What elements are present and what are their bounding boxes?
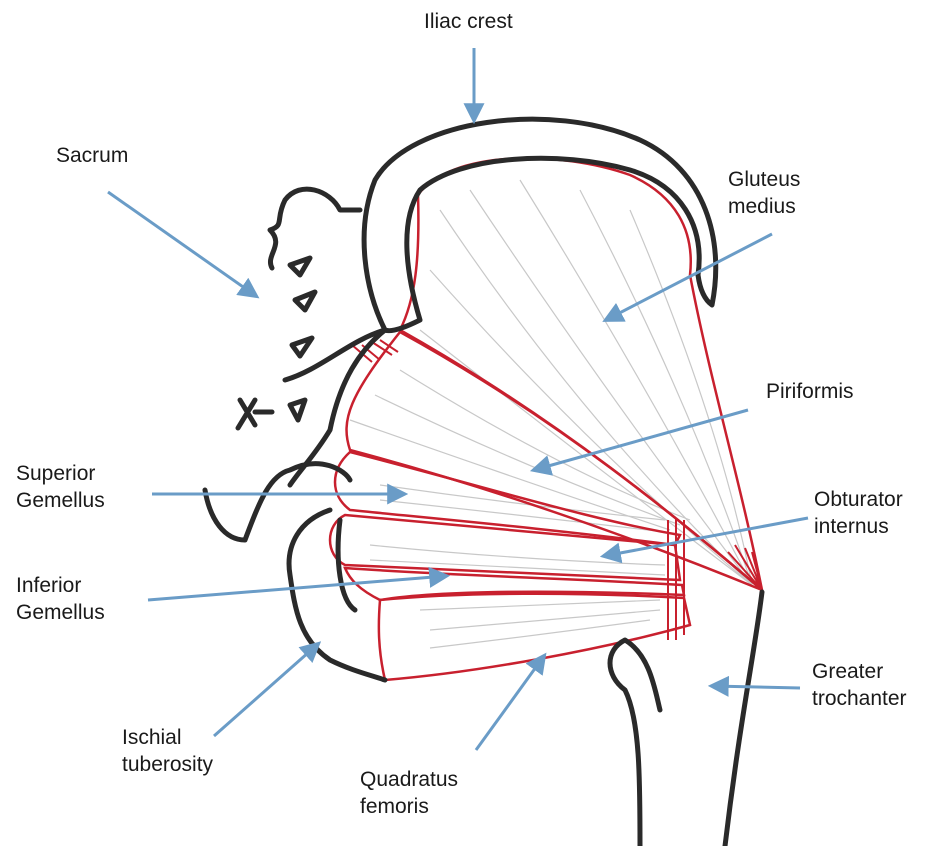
label-greater-trochanter: Greater trochanter xyxy=(812,658,907,712)
arrow-sacrum xyxy=(108,192,256,296)
arrow-ischial-tuberosity xyxy=(214,644,318,736)
label-obturator-internus: Obturator internus xyxy=(814,486,903,540)
bone-outlines xyxy=(205,119,762,846)
ischium-outline xyxy=(205,464,385,680)
label-sacrum: Sacrum xyxy=(56,142,128,169)
label-iliac-crest: Iliac crest xyxy=(424,8,513,35)
ilium-outline xyxy=(364,119,716,331)
superior-gemellus-outline xyxy=(335,452,680,545)
label-gluteus-medius: Gluteus medius xyxy=(728,166,800,220)
label-superior-gemellus: Superior Gemellus xyxy=(16,460,105,514)
sacral-marks xyxy=(238,258,315,428)
piriformis-outline xyxy=(347,332,762,590)
arrow-greater-trochanter xyxy=(712,686,800,688)
label-inferior-gemellus: Inferior Gemellus xyxy=(16,572,105,626)
label-piriformis: Piriformis xyxy=(766,378,854,405)
sacrum-outline xyxy=(270,189,385,485)
arrow-quadratus-femoris xyxy=(476,656,544,750)
label-quadratus-femoris: Quadratus femoris xyxy=(360,766,458,820)
femur-outline xyxy=(610,592,762,846)
label-ischial-tuberosity: Ischial tuberosity xyxy=(122,724,213,778)
